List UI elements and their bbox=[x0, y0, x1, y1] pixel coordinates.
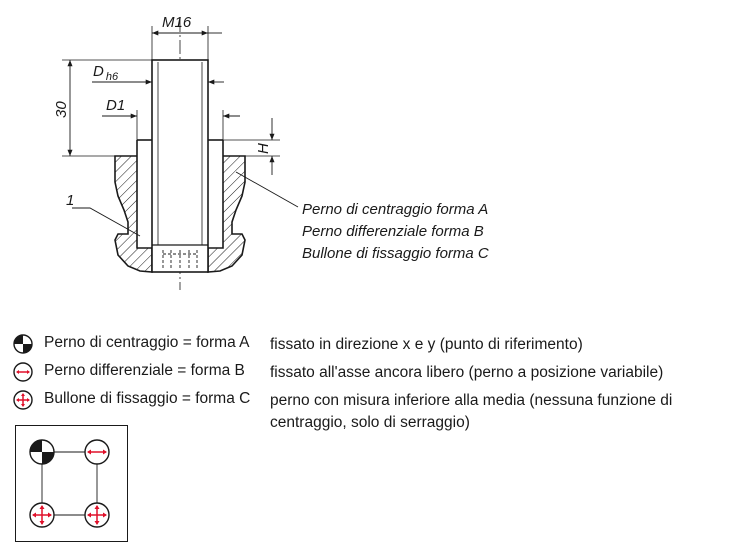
body-right-section bbox=[207, 140, 246, 273]
hidden-thread bbox=[162, 250, 198, 268]
legend-desc-c: perno con misura inferiore alla media (n… bbox=[270, 392, 673, 431]
body-left-section bbox=[114, 140, 153, 273]
legend: Perno di centraggio = forma A fissato in… bbox=[10, 330, 745, 436]
legend-name-b: Perno differenziale = forma B bbox=[44, 362, 245, 379]
layout-quadrant-icon bbox=[29, 439, 55, 465]
callout-line-c: Bullone di fissaggio forma C bbox=[302, 245, 489, 262]
cross-arrow-icon bbox=[13, 390, 33, 410]
legend-name-c: Bullone di fissaggio = forma C bbox=[44, 390, 251, 407]
callout-leader bbox=[235, 171, 299, 208]
bolt-shank bbox=[151, 59, 209, 273]
legend-name-a: Perno di centraggio = forma A bbox=[44, 334, 250, 351]
callout-line-b: Perno differenziale forma B bbox=[302, 223, 484, 240]
legend-desc-b: fissato all'asse ancora libero (perno a … bbox=[270, 364, 664, 381]
dim-m16-label: M16 bbox=[162, 14, 192, 31]
dim-30-label: 30 bbox=[53, 101, 70, 118]
item-number: 1 bbox=[66, 192, 74, 209]
layout-cross-arrow-icon-left bbox=[29, 502, 55, 528]
item-leader bbox=[72, 207, 141, 237]
legend-row-b: Perno differenziale = forma B fissato al… bbox=[10, 358, 745, 386]
layout-cross-arrow-icon-right bbox=[84, 502, 110, 528]
dim-h-label: H bbox=[255, 143, 272, 154]
layout-example bbox=[15, 425, 128, 542]
legend-desc-a: fissato in direzione x e y (punto di rif… bbox=[270, 336, 583, 353]
quadrant-icon bbox=[13, 334, 33, 354]
legend-row-c: Bullone di fissaggio = forma C perno con… bbox=[10, 386, 745, 436]
callout-line-a: Perno di centraggio forma A bbox=[302, 201, 488, 218]
layout-horizontal-arrow-icon bbox=[84, 439, 110, 465]
dim-d1-label: D1 bbox=[106, 97, 125, 114]
horizontal-arrow-icon bbox=[13, 362, 33, 382]
legend-row-a: Perno di centraggio = forma A fissato in… bbox=[10, 330, 745, 358]
